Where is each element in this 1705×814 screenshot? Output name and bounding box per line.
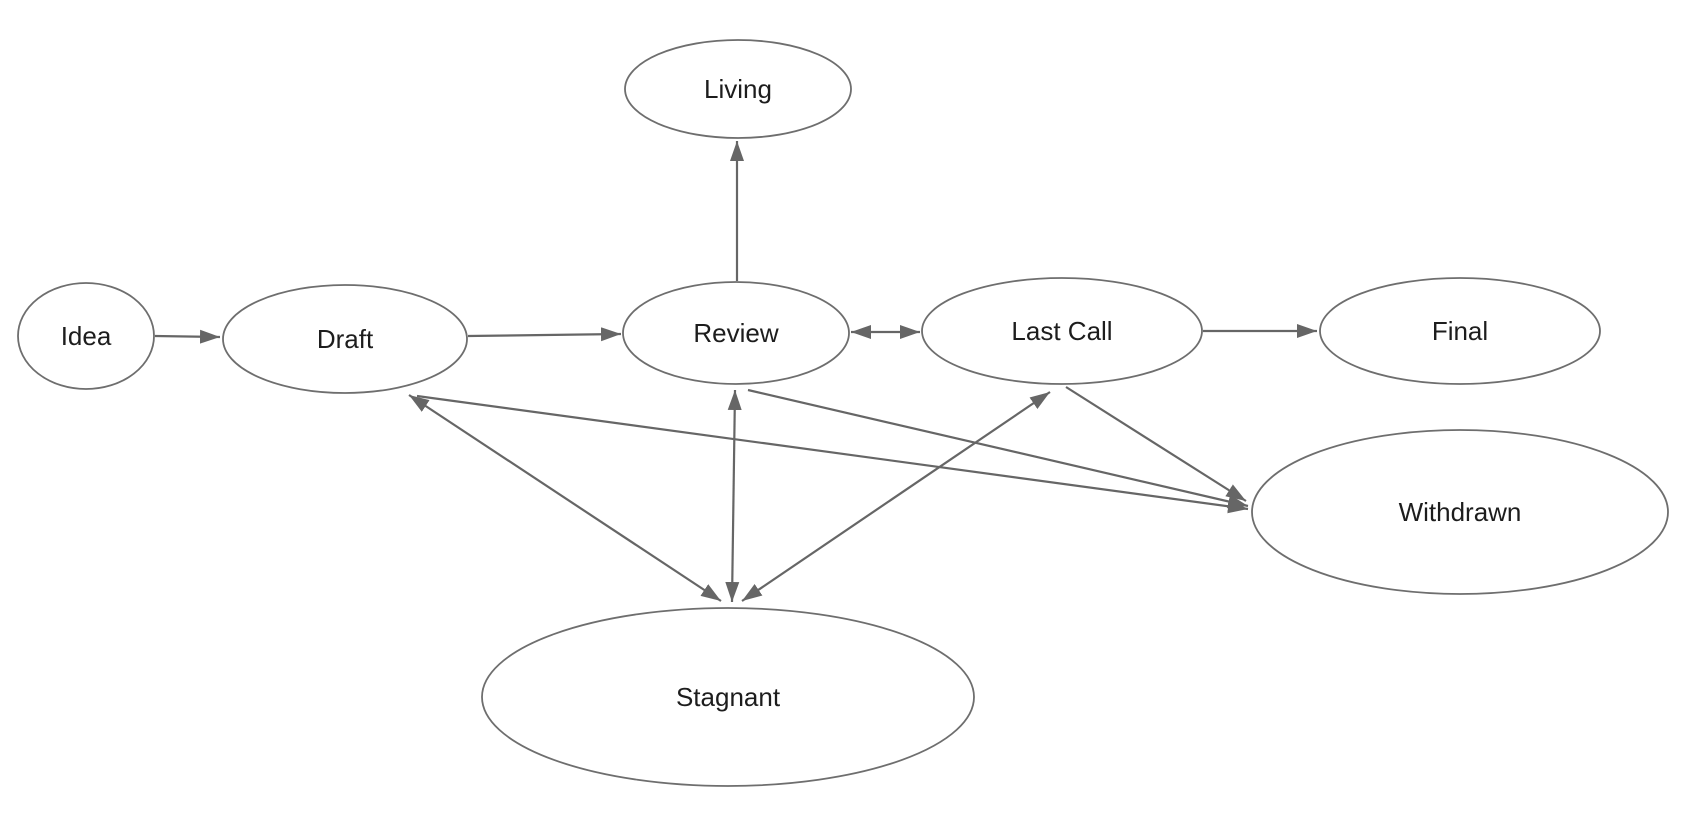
edge-stagnant-last-call: [741, 391, 1051, 602]
edge-draft-stagnant: [408, 394, 722, 602]
node-living: Living: [624, 39, 852, 139]
node-stagnant-label: Stagnant: [676, 682, 781, 712]
node-idea: Idea: [17, 282, 155, 390]
node-living-ellipse: [624, 39, 852, 139]
node-stagnant: Stagnant: [481, 607, 975, 787]
node-final: Final: [1319, 277, 1601, 385]
edge-review-stagnant: [725, 389, 742, 603]
node-last-call-label: Last Call: [1011, 316, 1112, 346]
edge-draft-withdrawn: [416, 394, 1249, 514]
node-withdrawn: Withdrawn: [1251, 429, 1669, 595]
node-review-ellipse: [622, 281, 850, 385]
node-review-label: Review: [693, 318, 778, 348]
edge-last-call-withdrawn: [1065, 386, 1247, 502]
node-draft-label: Draft: [317, 324, 374, 354]
edge-draft-review: [467, 327, 622, 342]
node-last-call-ellipse: [921, 277, 1203, 385]
node-idea-ellipse: [17, 282, 155, 390]
edge-review-withdrawn: [747, 388, 1249, 509]
node-last-call: Last Call: [921, 277, 1203, 385]
node-living-label: Living: [704, 74, 772, 104]
node-stagnant-ellipse: [481, 607, 975, 787]
node-withdrawn-label: Withdrawn: [1399, 497, 1522, 527]
node-withdrawn-ellipse: [1251, 429, 1669, 595]
node-draft: Draft: [222, 284, 468, 394]
edge-idea-draft: [154, 329, 221, 344]
node-draft-ellipse: [222, 284, 468, 394]
node-review: Review: [622, 281, 850, 385]
node-idea-label: Idea: [61, 321, 112, 351]
node-final-ellipse: [1319, 277, 1601, 385]
node-final-label: Final: [1432, 316, 1488, 346]
